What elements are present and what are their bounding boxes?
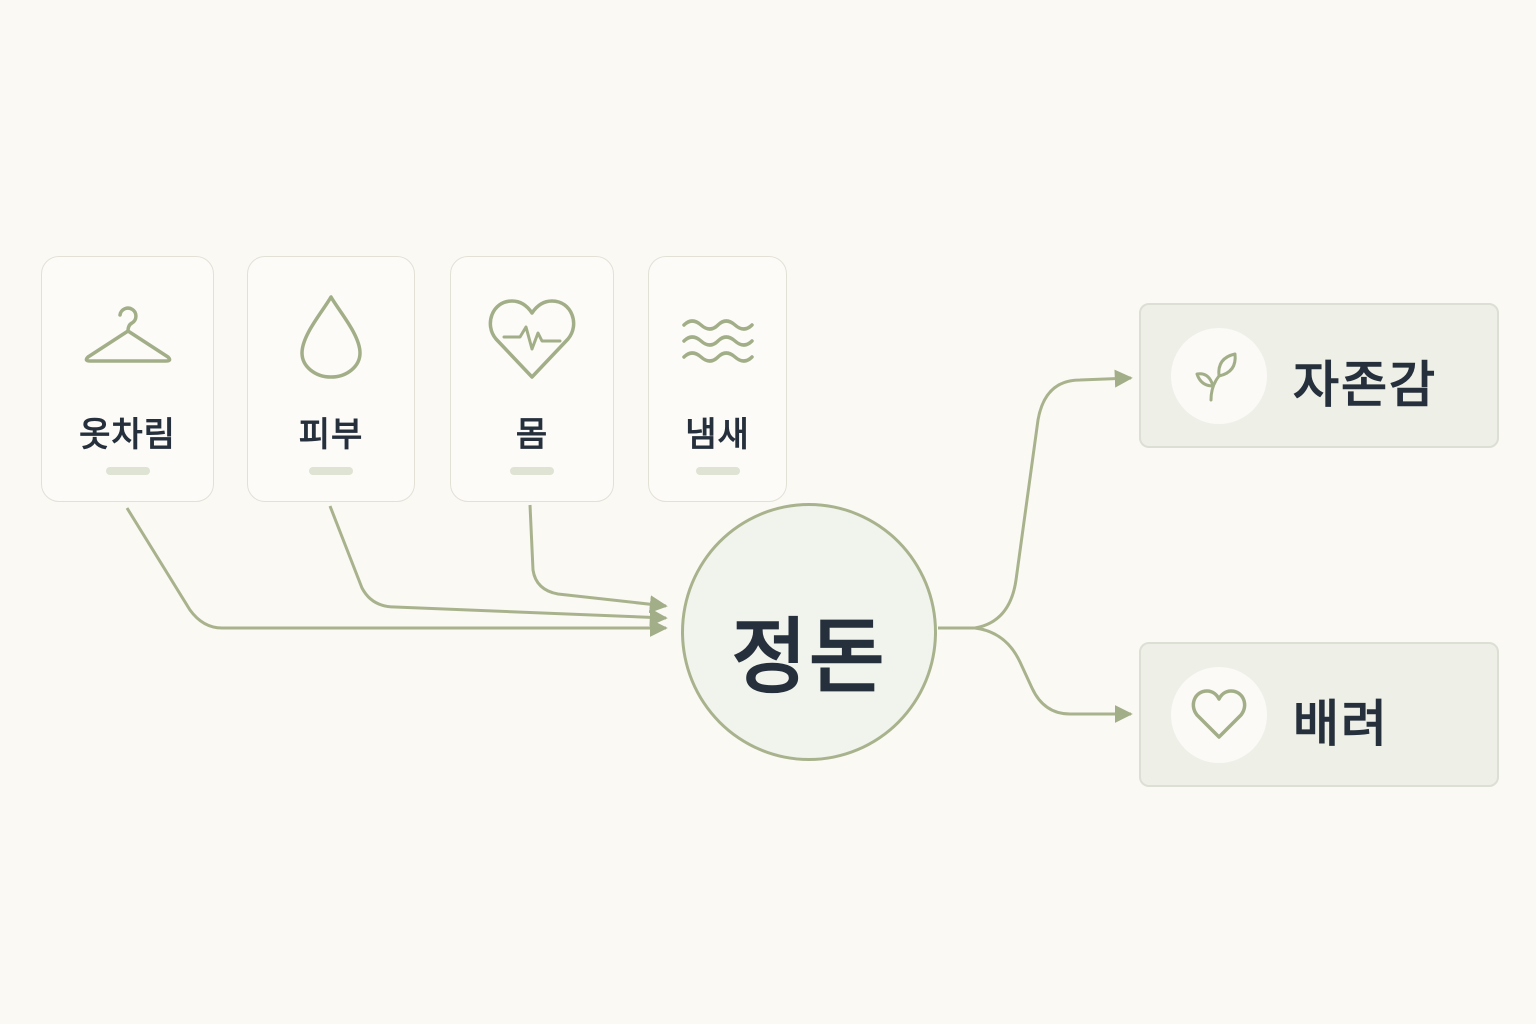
card-indicator [105,467,150,475]
input-card-clothing: 옷차림 [41,256,214,502]
center-label: 정돈 [731,610,887,705]
odor-waves-icon [681,319,754,363]
input-card-odor: 냄새 [648,256,787,502]
hanger-icon [84,306,171,363]
output-label: 배려 [1293,695,1389,753]
center-node: 정돈 [681,503,937,761]
water-drop-icon [300,295,362,379]
card-indicator [695,467,740,475]
connector-self-esteem [938,369,1133,630]
icon-badge [1171,328,1267,424]
icon-badge [1171,667,1267,763]
output-box-consideration: 배려 [1139,642,1499,787]
heartbeat-icon [488,299,576,379]
connector-consideration [974,626,1133,723]
sprout-icon [1195,352,1237,402]
input-label: 냄새 [685,415,750,455]
input-label: 피부 [298,415,364,455]
input-label: 몸 [515,415,549,455]
heart-icon [1191,689,1247,739]
input-card-skin: 피부 [247,256,415,502]
connector-clothing [125,507,668,637]
input-card-body: 몸 [450,256,614,502]
card-indicator [510,467,554,475]
output-box-self-esteem: 자존감 [1139,303,1499,448]
output-label: 자존감 [1293,356,1437,414]
input-label: 옷차림 [79,415,176,455]
card-indicator [309,467,353,475]
connector-body [528,504,668,614]
connector-skin [328,505,668,627]
